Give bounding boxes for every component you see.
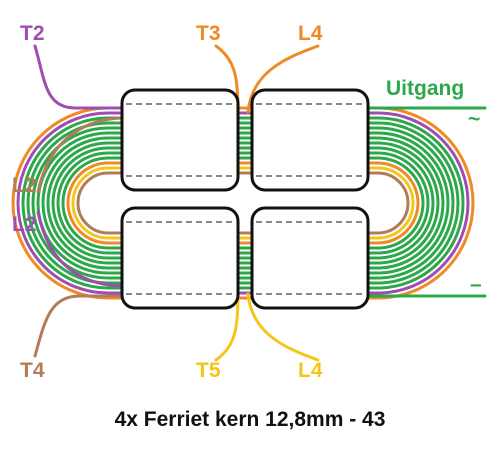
winding-loop: [51, 146, 435, 260]
ferrite-core-bottom-left: [120, 206, 240, 310]
label-l4-bottom: L4: [298, 359, 323, 382]
core-body: [120, 206, 240, 310]
label-t4: T4: [20, 359, 45, 382]
winding-loop: [46, 141, 440, 265]
lead-l2-lower: [36, 210, 127, 288]
label-uitgang: Uitgang: [386, 77, 464, 100]
lead-t4: [33, 294, 127, 358]
ferrite-core-top-left: [120, 88, 240, 192]
lead-l4-bottom: [246, 292, 320, 362]
core-body: [250, 88, 370, 192]
winding-loop: [21, 116, 465, 290]
label-l2-lower: L2: [12, 213, 37, 236]
winding-loop: [56, 151, 430, 255]
winding-loop: [31, 126, 455, 280]
winding-loop: [11, 106, 475, 300]
label-output-ac: ~: [468, 108, 480, 131]
winding-loop: [61, 156, 425, 250]
label-t5: T5: [196, 359, 221, 382]
lead-t2: [33, 44, 127, 110]
core-body: [120, 88, 240, 192]
winding-loop: [66, 161, 420, 245]
winding-loops: [11, 106, 475, 300]
label-l2-upper: L2: [12, 174, 37, 197]
ferrite-core-top-right: [250, 88, 370, 192]
diagram-caption: 4x Ferriet kern 12,8mm - 43: [114, 408, 386, 431]
winding-loop: [26, 121, 460, 285]
lead-l4-top: [246, 44, 320, 114]
lead-t5: [214, 292, 240, 362]
ferrite-core-bottom-right: [250, 206, 370, 310]
core-body: [250, 206, 370, 310]
label-l4-top: L4: [298, 22, 323, 45]
winding-loop: [71, 166, 415, 240]
lead-l2-upper: [36, 116, 127, 194]
winding-loop: [16, 111, 470, 295]
winding-loop: [41, 136, 445, 270]
ferrite-cores: [120, 88, 370, 310]
winding-loop: [76, 171, 410, 235]
winding-loop: [36, 131, 450, 275]
label-t2: T2: [20, 22, 45, 45]
label-output-minus: –: [470, 273, 482, 296]
label-t3: T3: [196, 22, 221, 45]
